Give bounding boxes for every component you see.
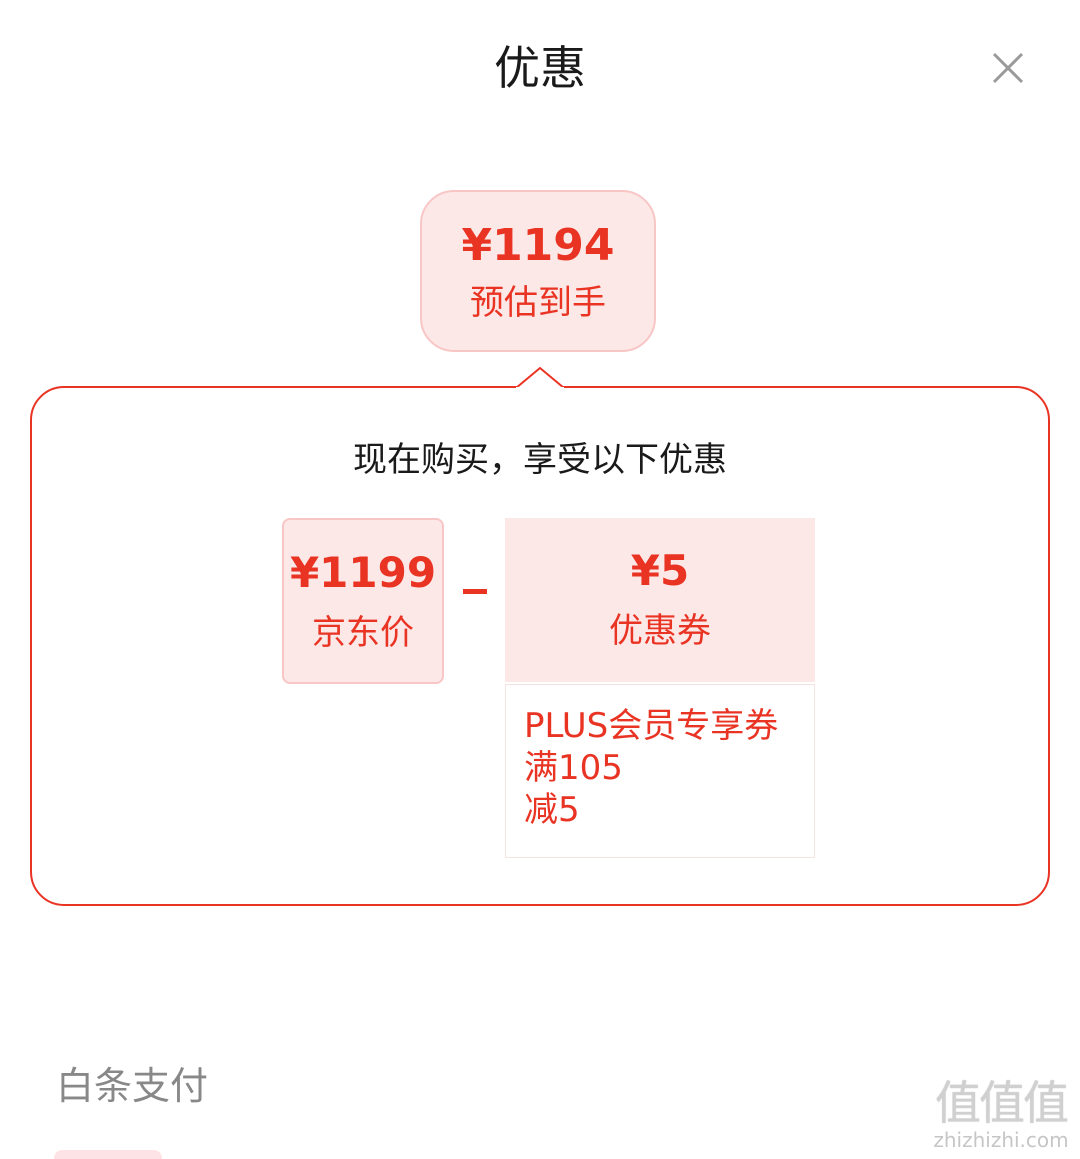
- coupon-value: ¥5: [630, 546, 690, 595]
- watermark-logo: 值值值: [935, 1076, 1069, 1130]
- coupon-detail-line: PLUS会员专享券: [524, 706, 779, 746]
- sheet-title: 优惠: [494, 41, 586, 95]
- coupon-detail-line: 满105: [524, 748, 623, 788]
- coupon-detail: PLUS会员专享券 满105 减5: [505, 684, 815, 858]
- close-icon: [992, 52, 1024, 84]
- estimated-price: ¥1194: [461, 220, 615, 271]
- payment-option-badge[interactable]: [54, 1150, 162, 1159]
- jd-price-value: ¥1199: [289, 548, 437, 597]
- coupon-label: 优惠券: [609, 611, 711, 651]
- breakdown-heading: 现在购买，享受以下优惠: [353, 440, 727, 480]
- close-button[interactable]: [986, 46, 1030, 90]
- watermark-url: zhizhizhi.com: [933, 1128, 1069, 1152]
- payment-section-title: 白条支付: [56, 1064, 209, 1108]
- coupon-detail-line: 减5: [524, 790, 580, 830]
- coupon-box: ¥5 优惠券: [505, 518, 815, 682]
- minus-icon: [463, 589, 487, 594]
- panel-notch: [516, 366, 564, 390]
- jd-price-box: ¥1199 京东价: [282, 518, 444, 684]
- estimated-price-bubble: ¥1194 预估到手: [420, 190, 656, 352]
- estimated-price-label: 预估到手: [470, 283, 606, 323]
- watermark: 值值值 zhizhizhi.com: [926, 1078, 1076, 1152]
- jd-price-label: 京东价: [312, 613, 414, 653]
